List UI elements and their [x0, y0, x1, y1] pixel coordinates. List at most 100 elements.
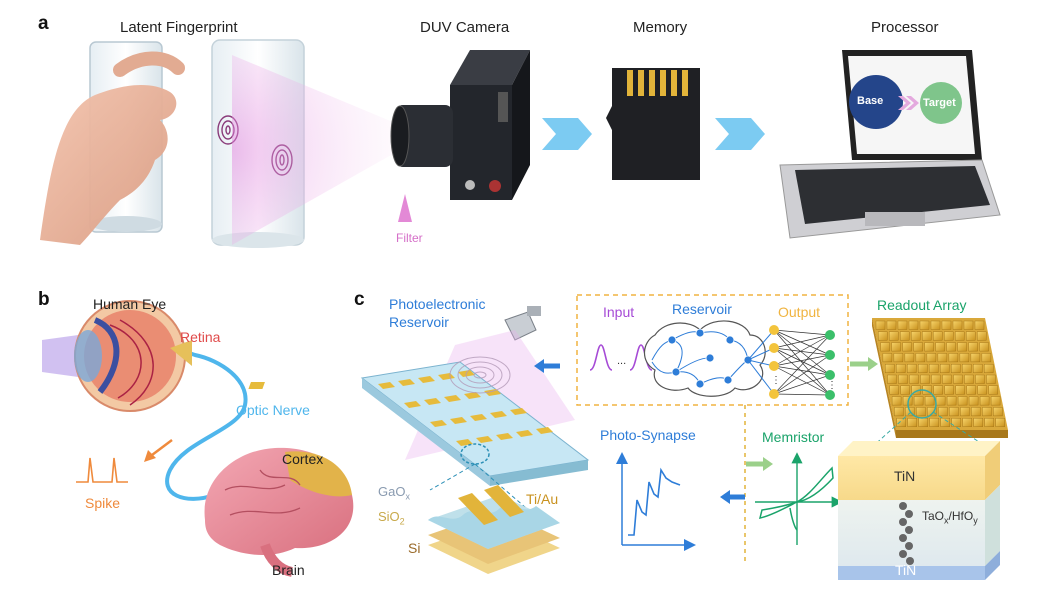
readout-cell	[951, 364, 961, 373]
electrode-pad	[476, 436, 493, 443]
readout-cell	[995, 418, 1005, 427]
electrode-pad	[470, 414, 487, 421]
tiau-label: Ti/Au	[526, 491, 559, 507]
readout-cell	[935, 342, 945, 352]
brain-illustration	[204, 447, 354, 577]
readout-cell	[887, 374, 897, 384]
readout-cell	[944, 331, 954, 341]
readout-cell	[933, 385, 943, 395]
readout-cell	[979, 342, 989, 352]
human-eye-label: Human Eye	[93, 296, 167, 312]
cortex-label: Cortex	[282, 451, 324, 467]
electrode-pad	[484, 389, 501, 396]
readout-cell	[966, 385, 976, 395]
readout-cell	[929, 364, 939, 373]
readout-cell	[949, 407, 959, 417]
memristor-stack-illustration	[838, 441, 1000, 580]
electrode-pad	[516, 430, 533, 437]
readout-cell	[898, 374, 908, 384]
readout-cell	[922, 331, 932, 341]
electrode-pad	[456, 439, 473, 446]
readout-cell	[894, 407, 904, 417]
readout-cell	[984, 418, 994, 427]
panel-c-label: c	[354, 289, 365, 310]
reservoir-node	[723, 375, 733, 385]
readout-array-illustration	[872, 318, 1008, 438]
readout-cell	[986, 374, 996, 384]
electrode-pad	[430, 420, 447, 427]
panel-b-label: b	[38, 289, 50, 310]
readout-cell	[973, 418, 983, 427]
readout-cell	[935, 396, 946, 406]
readout-cell	[929, 418, 939, 427]
readout-cell	[955, 331, 965, 341]
reservoir-node	[695, 379, 705, 389]
readout-cell	[982, 407, 992, 417]
readout-cell	[962, 364, 972, 373]
readout-cell	[913, 342, 923, 352]
panel-c: ... ⋮⋮	[248, 294, 1008, 580]
reservoir-node	[725, 335, 735, 345]
readout-cell	[926, 353, 937, 363]
readout-cell	[931, 374, 941, 384]
duv-camera-label: DUV Camera	[420, 19, 510, 36]
readout-cell	[907, 418, 917, 427]
output-node	[769, 389, 779, 399]
filter-label: Filter	[396, 231, 423, 245]
readout-cell	[919, 320, 930, 330]
filter-icon	[398, 194, 412, 222]
readout-cell	[902, 342, 912, 352]
readout-cell	[938, 407, 948, 417]
readout-cell	[875, 320, 886, 330]
panel-b	[42, 300, 354, 577]
reservoir-label: Reservoir	[672, 301, 732, 317]
readout-cell	[880, 342, 890, 352]
readout-cell	[909, 374, 919, 384]
readout-cell	[896, 418, 906, 427]
readout-cell	[946, 396, 957, 406]
target-circle	[920, 82, 962, 124]
readout-cell	[930, 320, 941, 330]
electrode-pad	[536, 427, 553, 434]
target-label: Target	[923, 97, 956, 109]
hand-with-glass-illustration	[40, 41, 185, 245]
oxide-label: TaOx/HfOy	[922, 509, 978, 526]
base-circle	[849, 75, 903, 129]
readout-node	[825, 330, 835, 340]
readout-cell	[900, 385, 910, 395]
readout-cell	[882, 353, 893, 363]
duv-camera-illustration	[390, 50, 530, 200]
laptop-illustration	[779, 50, 1001, 239]
output-label: Output	[778, 304, 821, 320]
svg-text:...: ...	[617, 355, 626, 367]
device-stack-illustration	[428, 485, 560, 574]
panel-a	[40, 39, 1001, 248]
readout-cell	[878, 331, 888, 341]
readout-cell	[893, 353, 904, 363]
readout-cell	[955, 385, 965, 395]
readout-node	[825, 350, 835, 360]
readout-cell	[941, 320, 952, 330]
tin-top-label: TiN	[894, 468, 916, 484]
readout-cell	[977, 331, 987, 341]
readout-cell	[944, 385, 954, 395]
readout-cell	[911, 331, 921, 341]
chevron-arrow-1	[542, 118, 592, 150]
chevron-arrow-2	[715, 118, 765, 150]
readout-cell	[957, 396, 968, 406]
readout-cell	[975, 374, 985, 384]
readout-cell	[889, 385, 899, 395]
readout-node	[825, 390, 835, 400]
reservoir-node	[695, 328, 705, 338]
readout-cell	[886, 320, 897, 330]
retina-label: Retina	[180, 329, 221, 345]
readout-cell	[889, 331, 899, 341]
readout-cell	[979, 396, 990, 406]
readout-cell	[885, 364, 895, 373]
readout-cell	[974, 320, 985, 330]
si-label: Si	[408, 540, 421, 556]
svg-text:⋮: ⋮	[771, 375, 781, 386]
readout-cell	[916, 407, 926, 417]
electrode-pad	[444, 395, 461, 402]
readout-cell	[915, 353, 926, 363]
